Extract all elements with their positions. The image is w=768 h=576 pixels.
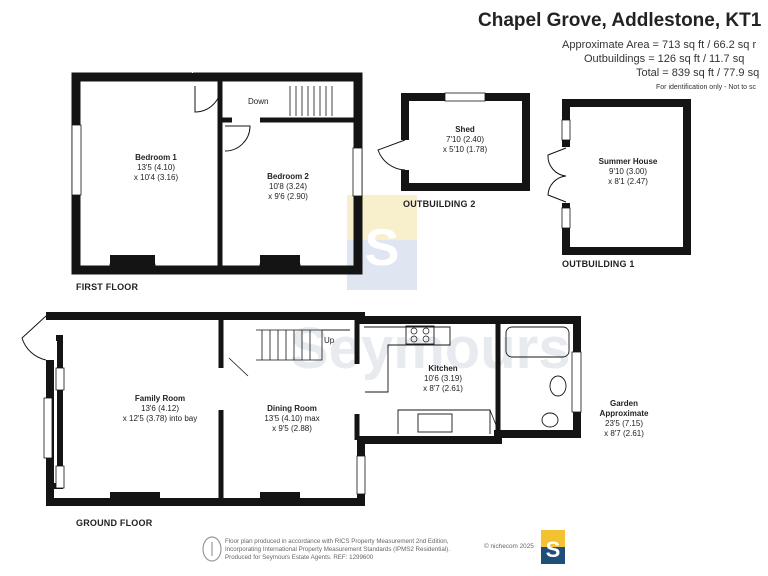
outbuilding2-label: OUTBUILDING 2 bbox=[403, 199, 476, 209]
property-title: Chapel Grove, Addlestone, KT1 bbox=[478, 10, 762, 31]
room-name: Family Room bbox=[134, 394, 186, 403]
seymours-logo: S bbox=[541, 530, 565, 564]
room-dimension: 10'6 (3.19) bbox=[424, 374, 462, 383]
shed-plan bbox=[377, 92, 530, 191]
room-name-qualifier: Approximate bbox=[599, 409, 649, 418]
room-name: Garden bbox=[609, 399, 638, 408]
identification-note: For identification only - Not to sc bbox=[656, 84, 756, 91]
room-dimension: x 8'1 (2.47) bbox=[608, 177, 648, 186]
room-dimension: 13'5 (4.10) bbox=[137, 163, 175, 172]
seymours-watermark: S Seymours bbox=[290, 195, 570, 381]
nichecom-credit: © nichecom 2025 bbox=[484, 543, 534, 550]
room-shed: Shed 7'10 (2.40) x 5'10 (1.78) bbox=[427, 125, 503, 155]
svg-text:S: S bbox=[365, 219, 400, 277]
room-dimension: x 12'5 (3.78) into bay bbox=[122, 414, 198, 423]
room-dining-room: Dining Room 13'5 (4.10) max x 9'5 (2.88) bbox=[252, 404, 332, 434]
room-dimension: 10'8 (3.24) bbox=[269, 182, 307, 191]
footer-line: Floor plan produced in accordance with R… bbox=[225, 538, 449, 545]
nichecom-logo bbox=[202, 536, 222, 562]
room-dimension: x 10'4 (3.16) bbox=[133, 173, 179, 182]
room-name: Bedroom 2 bbox=[267, 172, 309, 181]
room-name: Bedroom 1 bbox=[135, 153, 177, 162]
outbuilding1-label: OUTBUILDING 1 bbox=[562, 259, 635, 269]
stairs-down-label: Down bbox=[248, 97, 269, 106]
svg-text:S: S bbox=[546, 537, 561, 562]
stairs-up-label: Up bbox=[324, 336, 335, 345]
room-bedroom-2: Bedroom 2 10'8 (3.24) x 9'6 (2.90) bbox=[250, 172, 326, 202]
room-dimension: x 8'7 (2.61) bbox=[604, 429, 644, 438]
family-room-radiator bbox=[110, 492, 160, 500]
room-dimension: x 9'5 (2.88) bbox=[272, 424, 312, 433]
bedroom2-radiator bbox=[260, 255, 300, 266]
room-name: Kitchen bbox=[428, 364, 458, 373]
outbuildings-area: Outbuildings = 126 sq ft / 11.7 sq bbox=[584, 53, 745, 65]
room-dimension: x 9'6 (2.90) bbox=[268, 192, 308, 201]
first-floor-door-gaps bbox=[192, 72, 193, 73]
ground-floor-windows bbox=[43, 320, 582, 495]
room-bedroom-1: Bedroom 1 13'5 (4.10) x 10'4 (3.16) bbox=[118, 153, 194, 183]
room-summer-house: Summer House 9'10 (3.00) x 8'1 (2.47) bbox=[588, 157, 668, 187]
footer-line: Produced for Seymours Estate Agents. REF… bbox=[225, 554, 374, 561]
footer-line: Incorporating International Property Mea… bbox=[225, 546, 450, 553]
room-dimension: 9'10 (3.00) bbox=[609, 167, 647, 176]
room-dimension: 23'5 (7.15) bbox=[605, 419, 643, 428]
room-name: Shed bbox=[455, 125, 475, 134]
bedroom1-radiator bbox=[110, 255, 155, 266]
room-dimension: 13'6 (4.12) bbox=[141, 404, 179, 413]
approximate-area: Approximate Area = 713 sq ft / 66.2 sq r bbox=[562, 39, 757, 51]
summer-house-plan bbox=[547, 99, 691, 255]
room-dimension: 13'5 (4.10) max bbox=[264, 414, 320, 423]
room-name: Summer House bbox=[598, 157, 658, 166]
total-area: Total = 839 sq ft / 77.9 sq bbox=[636, 67, 760, 79]
footer-disclaimer: Floor plan produced in accordance with R… bbox=[225, 538, 450, 562]
room-dimension: x 5'10 (1.78) bbox=[442, 145, 488, 154]
room-kitchen: Kitchen 10'6 (3.19) x 8'7 (2.61) bbox=[405, 364, 481, 394]
room-family-room: Family Room 13'6 (4.12) x 12'5 (3.78) in… bbox=[110, 394, 210, 424]
dining-room-radiator bbox=[260, 492, 300, 500]
ground-floor-label: GROUND FLOOR bbox=[76, 518, 153, 528]
room-garden: Garden Approximate 23'5 (7.15) x 8'7 (2.… bbox=[586, 399, 662, 439]
room-name: Dining Room bbox=[267, 404, 317, 413]
first-floor-label: FIRST FLOOR bbox=[76, 282, 139, 292]
room-dimension: 7'10 (2.40) bbox=[446, 135, 484, 144]
room-dimension: x 8'7 (2.61) bbox=[423, 384, 463, 393]
